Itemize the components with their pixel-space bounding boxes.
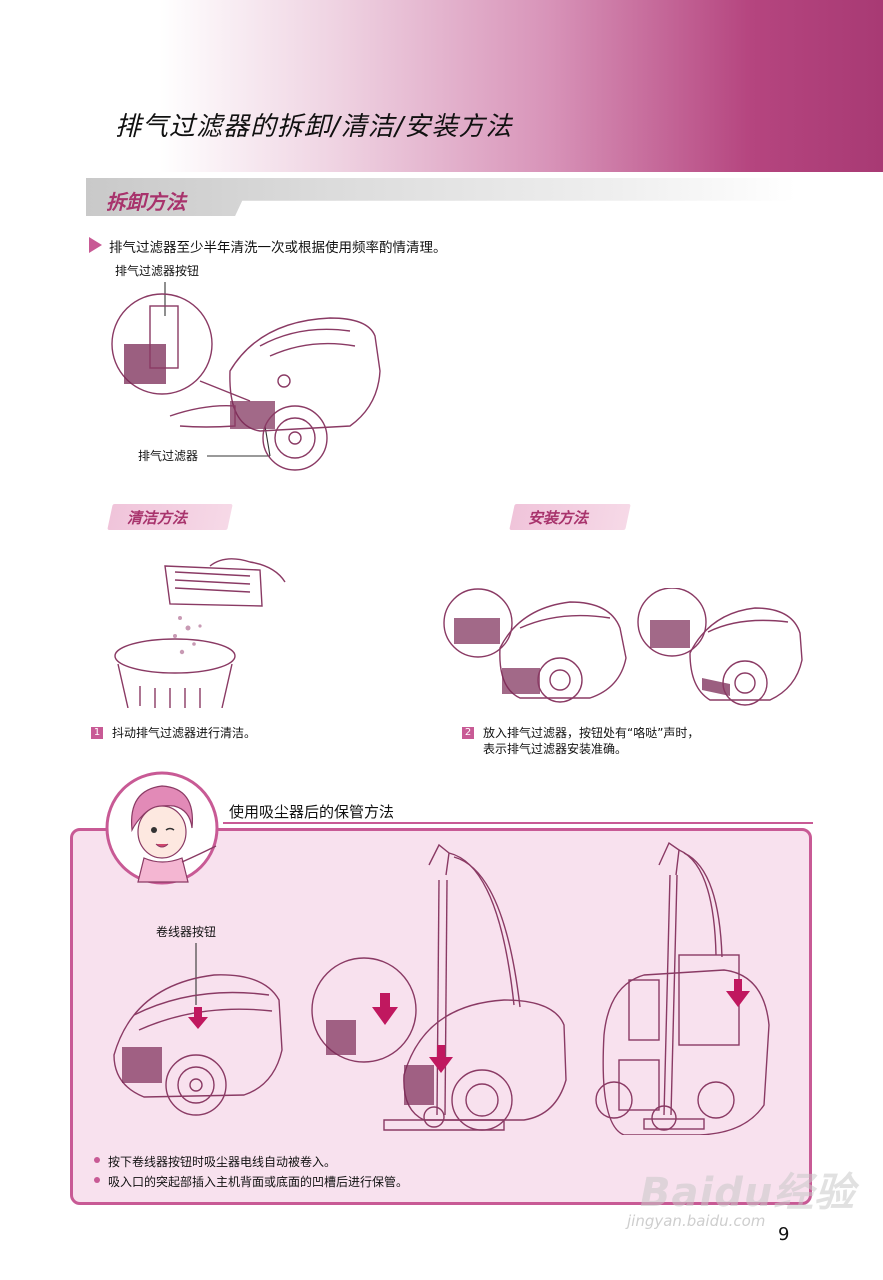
watermark-url: jingyan.baidu.com <box>627 1212 766 1230</box>
removal-note: 排气过滤器至少半年清洗一次或根据使用频率酌情清理。 <box>109 240 447 256</box>
triangle-bullet-icon <box>89 237 102 253</box>
page-number: 9 <box>778 1224 790 1245</box>
install-title: 安装方法 <box>528 509 589 527</box>
bullet-icon <box>94 1157 100 1163</box>
step-2-badge: 2 <box>462 727 474 739</box>
storage-title: 使用吸尘器后的保管方法 <box>229 803 395 821</box>
storage-title-rule <box>223 822 813 824</box>
reel-button-label: 卷线器按钮 <box>156 925 217 939</box>
cleaning-illustration <box>114 558 286 708</box>
install-illustration <box>443 588 803 706</box>
watermark-brand: Baidu经验 <box>640 1170 856 1216</box>
section-title: 拆卸方法 <box>106 190 186 214</box>
step-1-text: 抖动排气过滤器进行清洁。 <box>112 726 257 740</box>
storage-bullet-1: 按下卷线器按钮时吸尘器电线自动被卷入。 <box>108 1155 337 1169</box>
storage-illustration <box>113 841 770 1135</box>
step-1-badge: 1 <box>91 727 103 739</box>
storage-panel <box>70 828 812 1205</box>
removal-illustration <box>111 282 381 471</box>
filter-button-label: 排气过滤器按钮 <box>115 264 200 278</box>
page-title: 排气过滤器的拆卸/清洁/安装方法 <box>115 112 513 142</box>
step-2-text-line1: 放入排气过滤器，按钮处有“咯哒”声时， <box>483 726 700 740</box>
storage-bullet-2: 吸入口的突起部插入主机背面或底面的凹槽后进行保管。 <box>108 1175 409 1189</box>
bullet-icon <box>94 1177 100 1183</box>
section-bar <box>86 178 796 216</box>
header-band <box>0 0 883 172</box>
filter-label: 排气过滤器 <box>138 449 199 463</box>
step-2-text-line2: 表示排气过滤器安装准确。 <box>483 742 628 756</box>
cleaning-title: 清洁方法 <box>127 509 188 527</box>
mascot-illustration <box>105 771 219 885</box>
